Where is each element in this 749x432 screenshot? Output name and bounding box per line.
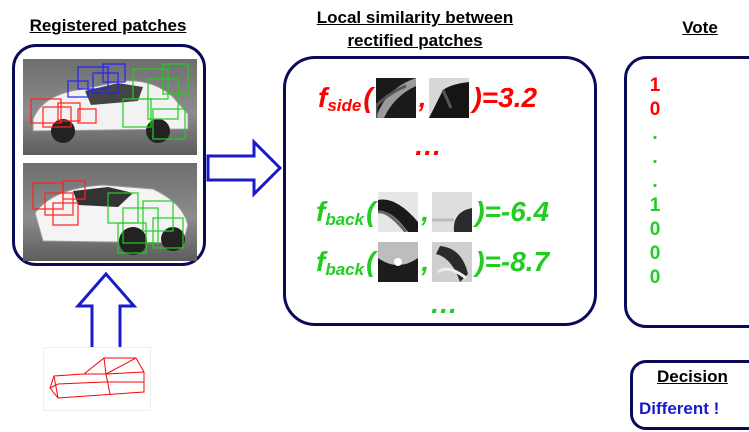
patch-thumbnail [432, 242, 473, 282]
header-registered-patches: Registered patches [29, 16, 187, 35]
ellipsis-bottom: … [430, 288, 458, 319]
patch-thumbnail [429, 78, 470, 118]
function-name: f [316, 246, 326, 277]
patch-thumbnail [432, 192, 473, 232]
decision-value: Different ! [639, 399, 720, 418]
vote-list: 1 0... 1 0 0 0 [627, 75, 683, 315]
vote-panel: 1 0... 1 0 0 0 [624, 56, 749, 328]
right-arrow-icon [206, 138, 283, 198]
vote-value: 1 [649, 195, 661, 216]
car-photo-side [23, 59, 197, 155]
car-photo-back [23, 163, 197, 261]
vote-value: 1 [649, 75, 661, 96]
patch-thumbnail [375, 78, 416, 118]
registered-patches-panel [12, 44, 206, 266]
decision-panel: Decision Different ! [630, 360, 749, 430]
vote-value: 0 [649, 243, 661, 264]
header-local-similarity-line1: Local similarity between [316, 8, 514, 27]
decision-title: Decision [657, 367, 728, 386]
header-local-similarity-line2: rectified patches [347, 31, 483, 50]
close-and-score: )=-6.4 [475, 196, 550, 227]
vote-value: . [652, 123, 658, 144]
vote-value: . [652, 147, 658, 168]
function-name: f [316, 196, 326, 227]
comma: , [418, 82, 427, 113]
function-subscript: back [325, 210, 365, 229]
close-and-score: )=3.2 [472, 82, 538, 113]
vote-value: 0 [649, 99, 661, 120]
up-arrow-icon [74, 271, 138, 354]
comma: , [421, 246, 430, 277]
close-and-score: )=-8.7 [475, 246, 550, 277]
patch-thumbnail [378, 192, 419, 232]
function-name: f [318, 82, 328, 113]
comma: , [421, 196, 430, 227]
function-subscript: side [327, 96, 362, 115]
vote-value: 0 [649, 219, 661, 240]
header-vote: Vote [682, 18, 718, 37]
function-subscript: back [325, 260, 365, 279]
patch-thumbnail [378, 242, 419, 282]
vote-value: . [652, 171, 658, 192]
wireframe-car-model [44, 348, 150, 410]
ellipsis-top: … [414, 130, 442, 161]
open-paren: ( [366, 246, 376, 277]
vote-value: 0 [649, 267, 661, 288]
open-paren: ( [366, 196, 376, 227]
open-paren: ( [363, 82, 373, 113]
